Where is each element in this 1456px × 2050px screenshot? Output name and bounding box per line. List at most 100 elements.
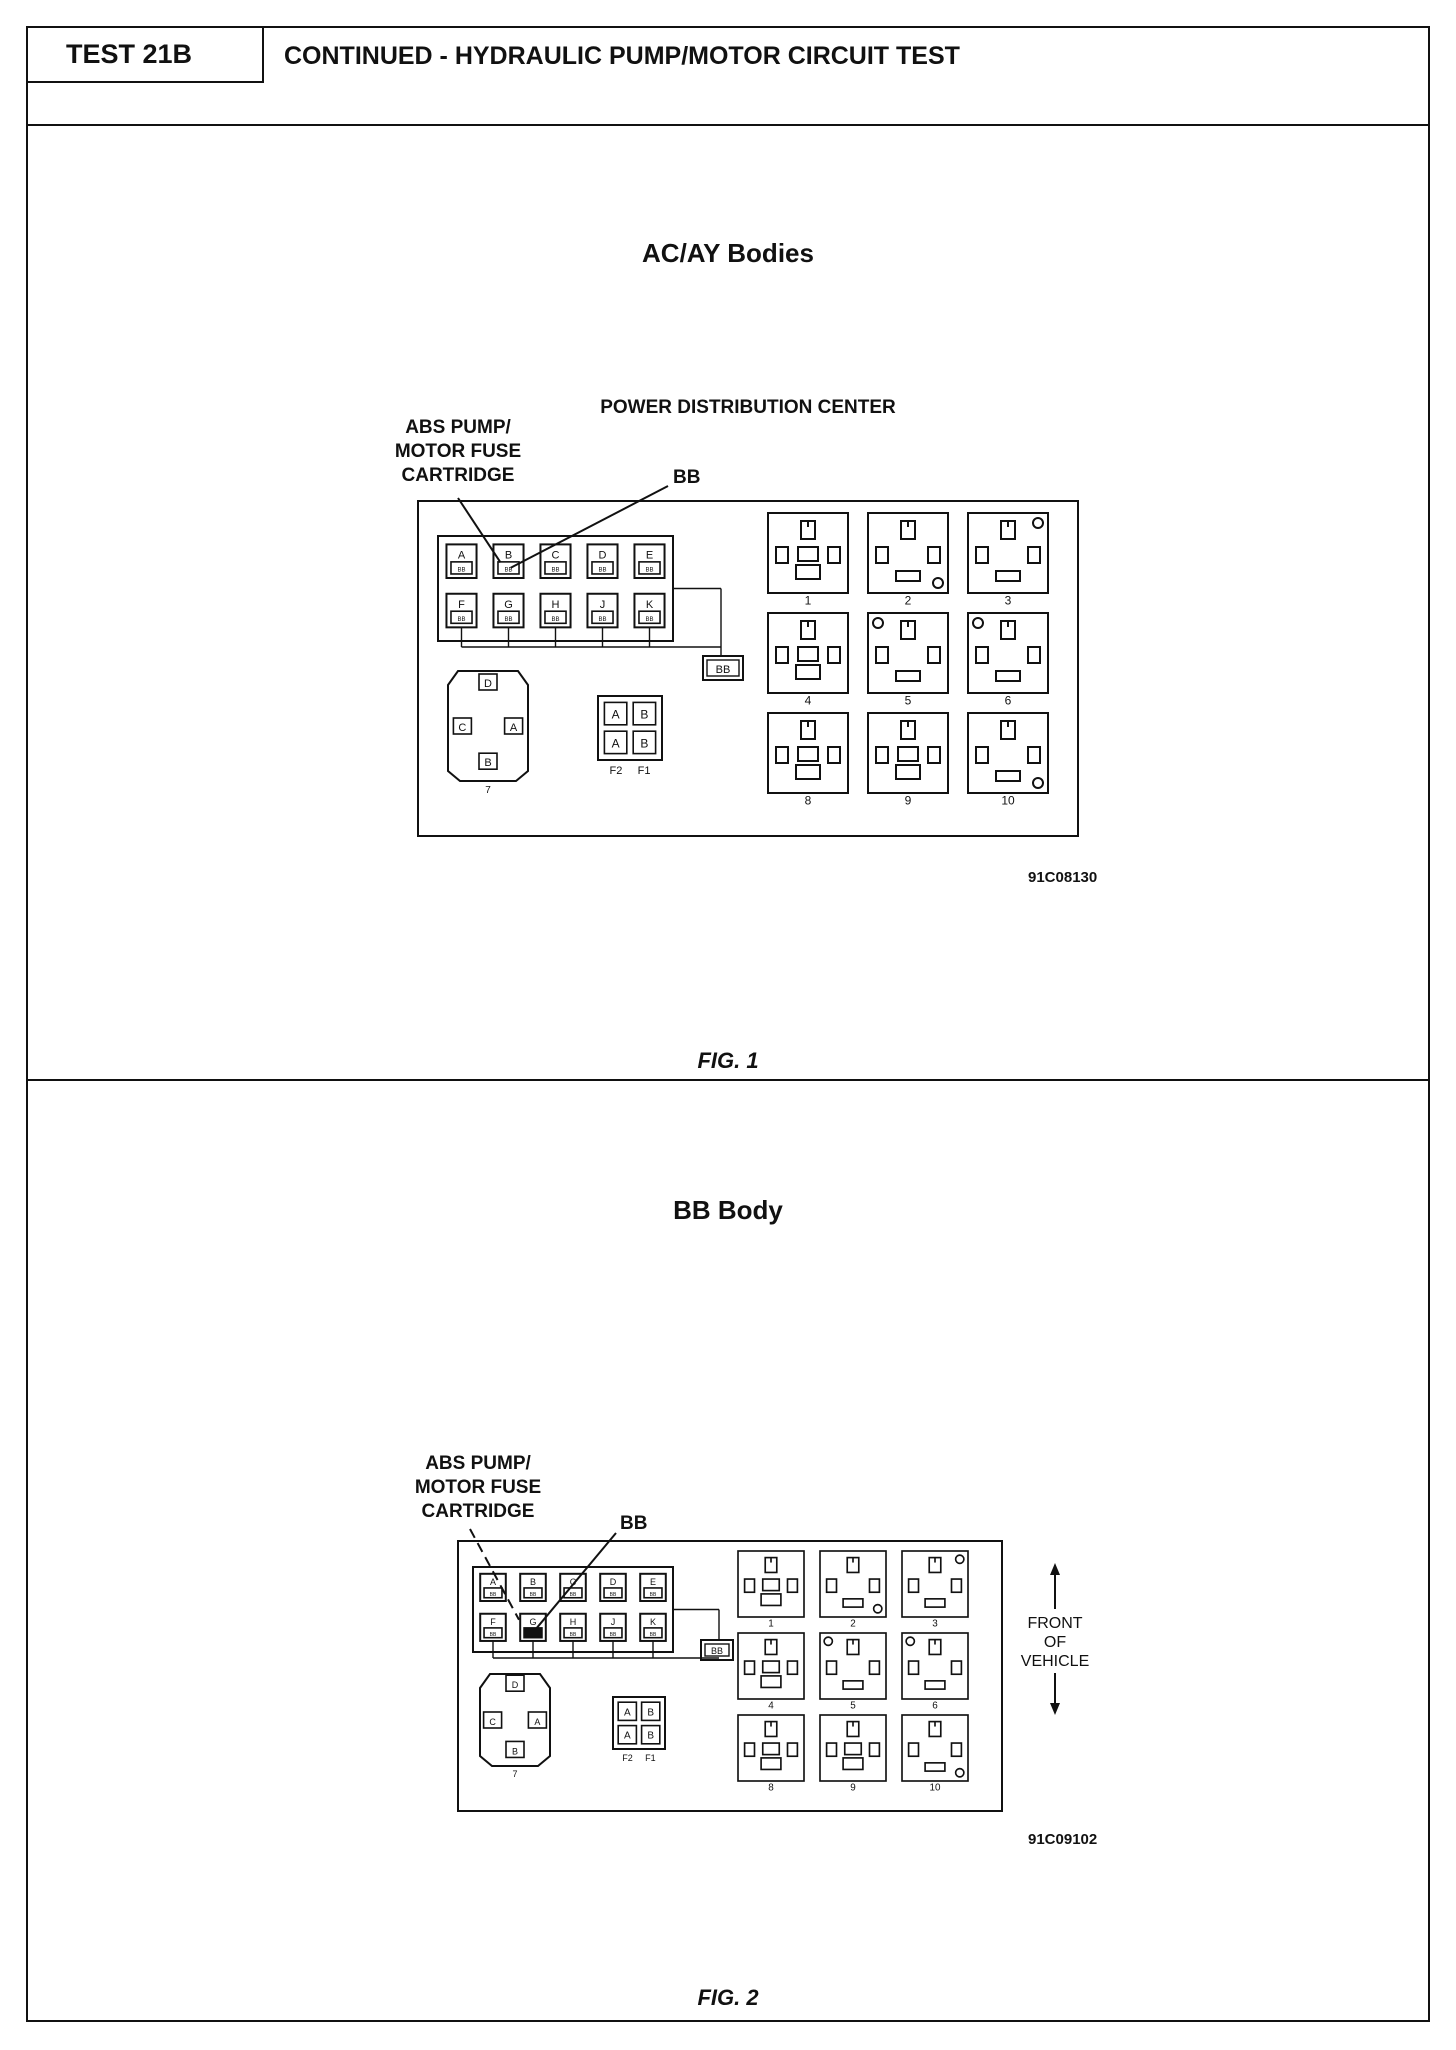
relay-socket-frame xyxy=(901,1632,969,1700)
socket-terminal-left xyxy=(975,646,989,664)
fuse-inner xyxy=(603,1587,623,1599)
fuse-letter: D xyxy=(610,1577,617,1587)
connector-pin xyxy=(527,1711,548,1729)
socket-terminal-center xyxy=(897,746,919,762)
fuse-cartridge-c xyxy=(559,1572,587,1603)
fuse-inner xyxy=(497,561,520,575)
fuse-inner-label: BB xyxy=(650,1632,657,1638)
fuse-letter: G xyxy=(529,1617,536,1627)
bb-terminal-inner xyxy=(706,659,740,677)
socket-terminal-top xyxy=(928,1720,942,1738)
connector-pin xyxy=(478,673,498,691)
relay-socket xyxy=(819,1550,887,1618)
fuse-letter: A xyxy=(490,1577,496,1587)
fuse-cartridge-f xyxy=(479,1612,507,1642)
socket-terminal-right xyxy=(950,1742,963,1758)
socket-terminal-left xyxy=(875,546,889,564)
fuse-cartridge-j xyxy=(586,592,619,629)
fuse-f-cell xyxy=(603,701,628,726)
fuse-inner-label: BB xyxy=(610,1632,617,1638)
bb-callout: BB xyxy=(673,467,700,488)
socket-terminal-bottom xyxy=(895,570,921,582)
callout-leader xyxy=(457,497,502,563)
connector-7-outline xyxy=(479,1673,551,1767)
relay-socket xyxy=(967,512,1049,594)
relay-socket-number: 1 xyxy=(805,594,812,608)
fuse-inner xyxy=(591,610,614,625)
connector-number: 7 xyxy=(512,1769,517,1779)
fuse-inner xyxy=(544,610,567,625)
fuse-f-cell xyxy=(640,1724,661,1745)
fuse-letter: K xyxy=(646,599,654,611)
fuse-inner-label: BB xyxy=(504,617,512,623)
socket-terminal-bottom xyxy=(760,1593,782,1607)
relay-socket-number: 8 xyxy=(768,1783,774,1794)
figure-code: 91C09102 xyxy=(1028,1831,1098,1848)
fuse-f-cell xyxy=(632,701,657,726)
pdc-outline xyxy=(457,1540,1003,1812)
socket-terminal-left xyxy=(907,1742,920,1758)
pdc-outline xyxy=(417,500,1079,837)
fuse-letter: C xyxy=(570,1577,577,1587)
figure-1-diagram: POWER DISTRIBUTION CENTERABBBBBCBBDBBEBB… xyxy=(395,397,1079,837)
socket-terminal-top xyxy=(764,1638,778,1656)
socket-terminal-right xyxy=(1027,746,1041,764)
connector-pin-letter: D xyxy=(512,1680,519,1690)
fuse-inner-label: BB xyxy=(598,617,606,623)
connector-pin xyxy=(478,752,498,771)
fuse-inner xyxy=(483,1627,503,1639)
socket-terminal-left xyxy=(775,646,789,664)
relay-socket xyxy=(737,1550,805,1618)
fuse-cartridge-j xyxy=(599,1612,627,1642)
fuse-inner xyxy=(603,1627,623,1639)
fuse-f-letter: B xyxy=(647,1731,654,1742)
socket-terminal-top xyxy=(846,1638,860,1656)
connector-pin-letter: A xyxy=(510,722,518,734)
fuse-inner xyxy=(563,1587,583,1599)
connector-pin-letter: D xyxy=(484,678,492,690)
socket-terminal-right xyxy=(950,1578,963,1594)
fuse-inner xyxy=(563,1627,583,1639)
socket-hole xyxy=(1032,517,1044,529)
relay-socket xyxy=(819,1632,887,1700)
relay-socket-frame xyxy=(819,1714,887,1782)
bb-terminal-label: BB xyxy=(711,1646,723,1656)
relay-socket-frame xyxy=(737,1632,805,1700)
socket-hole xyxy=(972,617,984,629)
socket-terminal-center xyxy=(761,1578,781,1592)
fuse-inner-label: BB xyxy=(650,1592,657,1598)
socket-terminal-bottom xyxy=(924,1680,946,1690)
relay-socket-number: 6 xyxy=(932,1701,938,1712)
socket-terminal-right xyxy=(786,1660,799,1676)
socket-terminal-left xyxy=(975,746,989,764)
bb-leader xyxy=(510,485,669,569)
fuse-cartridge-k xyxy=(639,1612,667,1642)
socket-terminal-center xyxy=(761,1660,781,1674)
socket-hole xyxy=(905,1636,916,1647)
fuse-inner xyxy=(450,610,473,625)
connector-pin xyxy=(503,717,524,735)
socket-terminal-top xyxy=(928,1556,942,1574)
relay-socket-number: 10 xyxy=(930,1783,941,1794)
socket-terminal-left xyxy=(907,1660,920,1676)
relay-socket-frame xyxy=(737,1714,805,1782)
socket-terminal-right xyxy=(827,546,841,564)
fuse-inner-label: BB xyxy=(570,1592,577,1598)
fuse-f-cell xyxy=(632,730,657,755)
relay-socket-number: 3 xyxy=(932,1619,938,1630)
socket-terminal-left xyxy=(775,746,789,764)
socket-terminal-bottom xyxy=(924,1598,946,1608)
test-header: TEST 21B CONTINUED - HYDRAULIC PUMP/MOTO… xyxy=(28,28,1428,126)
relay-socket-number: 6 xyxy=(1005,694,1012,708)
callout-line: MOTOR FUSE xyxy=(395,441,521,462)
relay-socket-frame xyxy=(819,1550,887,1618)
fuse-f-block xyxy=(612,1696,666,1750)
fuse-cartridge-d xyxy=(599,1572,627,1603)
relay-socket-number: 8 xyxy=(805,794,812,808)
fuse-inner-label: BB xyxy=(457,617,465,623)
fuse-letter: F xyxy=(458,599,465,611)
fuse-letter: E xyxy=(646,550,653,562)
fuse-inner xyxy=(523,1587,543,1599)
socket-terminal-left xyxy=(825,1660,838,1676)
